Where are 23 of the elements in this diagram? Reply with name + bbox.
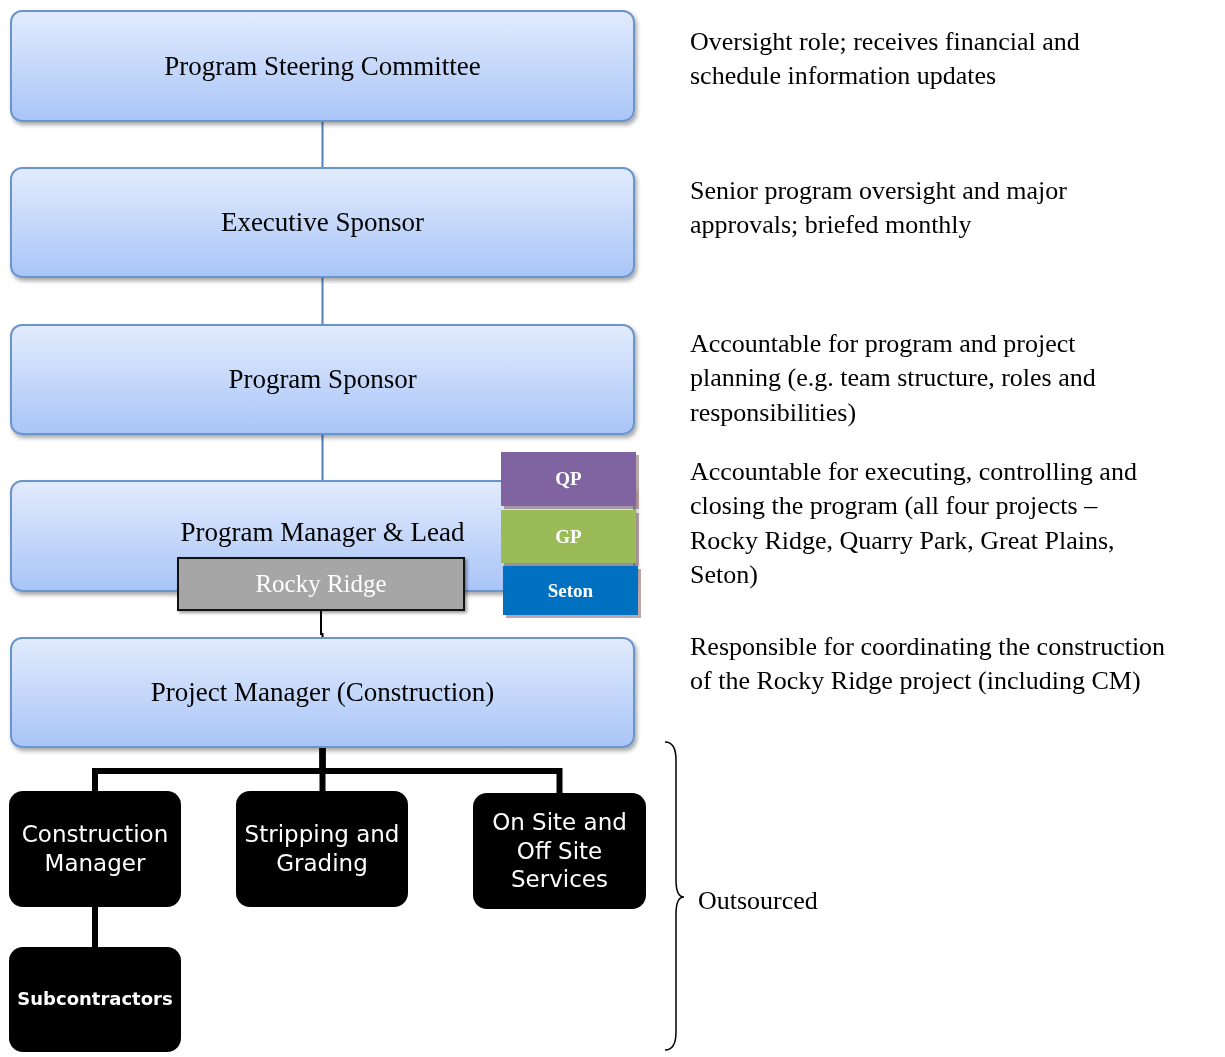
connector-line [321,121,324,168]
role-description: Responsible for coordinating the construction of the Rocky Ridge project (including CM) [690,631,1167,698]
team-box: Stripping and Grading [236,791,408,907]
role-box: Project Manager (Construction) [10,637,635,748]
role-box: Executive Sponsor [10,167,635,278]
role-box: Program Sponsor [10,324,635,435]
project-box: Rocky Ridge [177,557,465,611]
connector-line [321,434,324,481]
project-tag: QP [501,452,636,506]
role-description: Accountable for executing, controlling and closing the program (all four projects – Rocky Ridge, Quarry Park, Great Plains, Seton) [690,456,1138,591]
role-box: Program Steering Committee [10,10,635,122]
project-tag: Seton [503,566,638,615]
connector-line [321,277,324,325]
role-description: Oversight role; receives financial and schedule information updates [690,26,1081,93]
role-description: Senior program oversight and major approvals; briefed monthly [690,175,1068,242]
team-box: Subcontractors [9,947,181,1052]
group-label: Outsourced [698,885,818,917]
team-box: On Site and Off Site Services [473,793,646,909]
connector-line [92,907,98,947]
connector-line [319,748,563,793]
role-description: Accountable for program and project planning (e.g. team structure, roles and responsibilities) [690,328,1097,429]
connector-line [320,610,324,638]
team-box: Construction Manager [9,791,181,907]
